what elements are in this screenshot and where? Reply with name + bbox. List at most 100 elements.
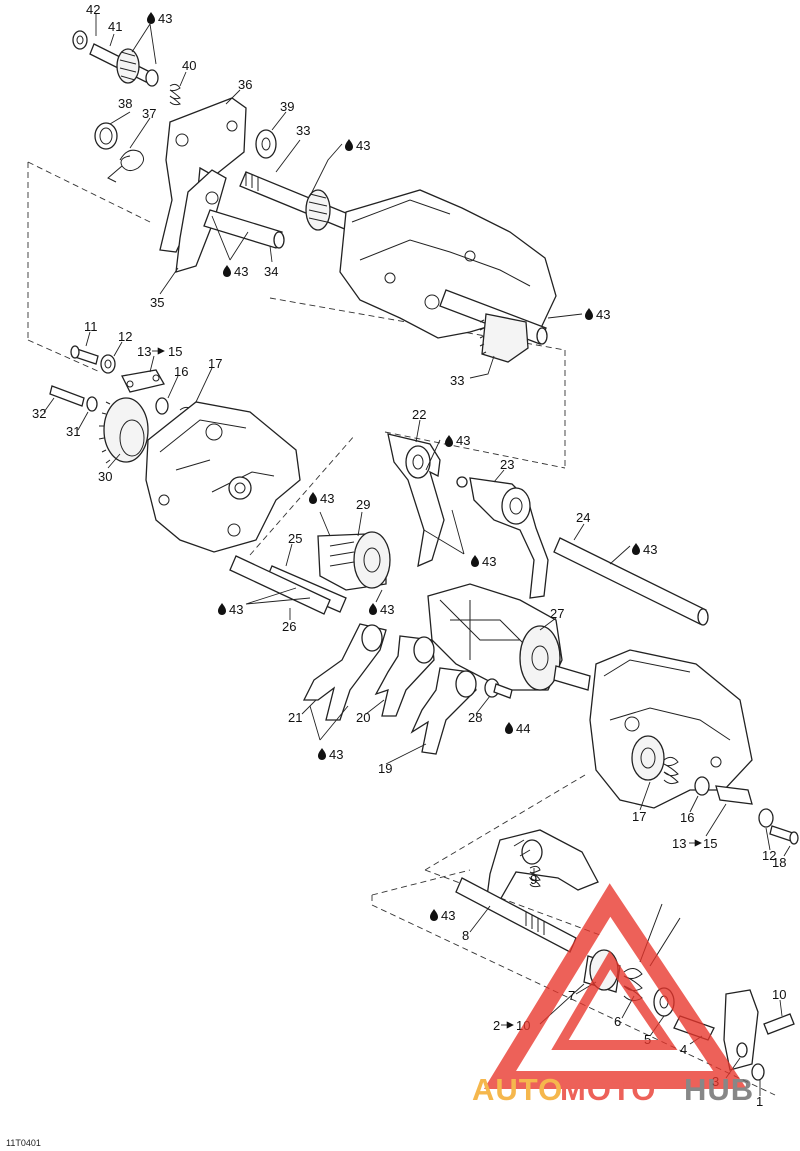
callout: 43 <box>329 747 343 762</box>
callout: 41 <box>108 19 122 34</box>
spring-6 <box>623 968 643 1002</box>
gear-41 <box>116 48 140 84</box>
washer-39 <box>255 129 277 159</box>
rod-24 <box>553 537 707 625</box>
lever-35 <box>175 169 227 273</box>
oil-drop-icon <box>147 12 155 24</box>
shift-drum-assembly <box>229 433 709 755</box>
callout: 16 <box>680 810 694 825</box>
oil-drop-icon <box>369 603 377 615</box>
callout: 25 <box>288 531 302 546</box>
callout: 12 <box>118 329 132 344</box>
range-arrows <box>152 347 702 1029</box>
assembly-guide-lines <box>27 161 776 1096</box>
case-lower <box>589 649 753 809</box>
spring-37 <box>107 149 144 183</box>
callout: 15 <box>703 836 717 851</box>
washer-42 <box>72 30 88 50</box>
sector-gear-33 <box>481 313 529 363</box>
oil-drop-icon <box>445 435 453 447</box>
callout: 11 <box>84 319 98 334</box>
bolt-32 <box>49 385 85 407</box>
watermark-text-auto: AUTO <box>472 1072 563 1107</box>
callout: 28 <box>468 710 482 725</box>
bolt-10 <box>763 1013 795 1035</box>
callout: 43 <box>643 542 657 557</box>
callout: 43 <box>482 554 496 569</box>
bushing-38 <box>94 122 118 150</box>
callout: 44 <box>516 721 530 736</box>
callout: 26 <box>282 619 296 634</box>
callout: 37 <box>142 106 156 121</box>
callout: 22 <box>412 407 426 422</box>
lever-end <box>723 989 759 1071</box>
callout-labels: 42 41 43 40 36 38 37 39 33 43 43 34 35 4… <box>32 2 786 1109</box>
callout: 16 <box>174 364 188 379</box>
lower-right-assembly <box>455 649 799 1081</box>
rod-26 <box>229 555 331 615</box>
callout: 21 <box>288 710 302 725</box>
oil-drop-icon <box>223 265 231 277</box>
pin-34 <box>203 209 283 249</box>
callout: 24 <box>576 510 590 525</box>
callout: 19 <box>378 761 392 776</box>
callout: 39 <box>280 99 294 114</box>
oil-drop-icon <box>632 543 640 555</box>
plate-13 <box>121 369 165 393</box>
oil-drop-icon <box>505 722 513 734</box>
callout: 10 <box>772 987 786 1002</box>
callout: 43 <box>356 138 370 153</box>
callout: 42 <box>86 2 100 17</box>
watermark-logo: AUTO MOTO HUB <box>472 883 754 1107</box>
callout: 43 <box>158 11 172 26</box>
callout: 43 <box>234 264 248 279</box>
oil-drop-icon <box>585 308 593 320</box>
callout: 6 <box>614 1014 621 1029</box>
callout: 17 <box>208 356 222 371</box>
oil-drop-icon <box>345 139 353 151</box>
top-shaft-assembly <box>72 30 557 363</box>
oil-drop-icon <box>471 555 479 567</box>
callout: 33 <box>296 123 310 138</box>
callout: 13 <box>672 836 686 851</box>
case-middle <box>145 401 301 553</box>
callout: 38 <box>118 96 132 111</box>
callout: 31 <box>66 424 80 439</box>
callout: 7 <box>568 988 575 1003</box>
callout: 35 <box>150 295 164 310</box>
gear-33 <box>305 189 331 231</box>
gear-30 <box>103 397 149 463</box>
callout: 43 <box>229 602 243 617</box>
callout: 34 <box>264 264 278 279</box>
callout: 12 <box>762 848 776 863</box>
middle-left-assembly <box>49 345 301 553</box>
callout: 15 <box>168 344 182 359</box>
oil-drop-icon <box>218 603 226 615</box>
oil-drop-icon <box>430 909 438 921</box>
callout: 23 <box>500 457 514 472</box>
callout: 43 <box>456 433 470 448</box>
oil-drop-icon <box>318 748 326 760</box>
callout: 17 <box>632 809 646 824</box>
callout: 9 <box>530 872 537 887</box>
callout: 43 <box>320 491 334 506</box>
callout: 43 <box>441 908 455 923</box>
shaft-8 <box>455 877 577 953</box>
callout: 20 <box>356 710 370 725</box>
watermark-text-hub: HUB <box>684 1072 754 1107</box>
callout: 2 <box>493 1018 500 1033</box>
callout: 33 <box>450 373 464 388</box>
callout: 27 <box>550 606 564 621</box>
callout: 40 <box>182 58 196 73</box>
callout: 13 <box>137 344 151 359</box>
leader-lines <box>43 14 791 1096</box>
watermark-text-moto: MOTO <box>560 1072 656 1107</box>
drawing-code: 11T0401 <box>6 1138 41 1148</box>
spring-9 <box>528 865 541 888</box>
selector-lever <box>485 829 599 905</box>
callout: 30 <box>98 469 112 484</box>
callout: 8 <box>462 928 469 943</box>
callout: 32 <box>32 406 46 421</box>
callout: 43 <box>380 602 394 617</box>
